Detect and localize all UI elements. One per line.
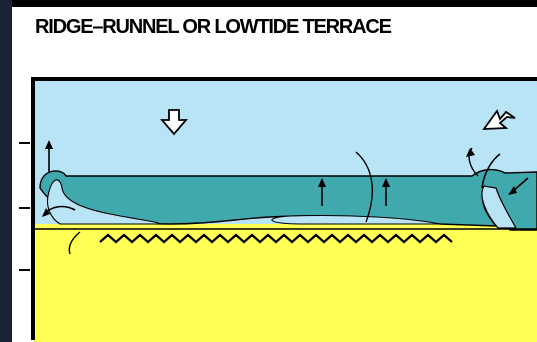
margin-ticks — [19, 143, 30, 270]
sand-area — [33, 224, 537, 342]
